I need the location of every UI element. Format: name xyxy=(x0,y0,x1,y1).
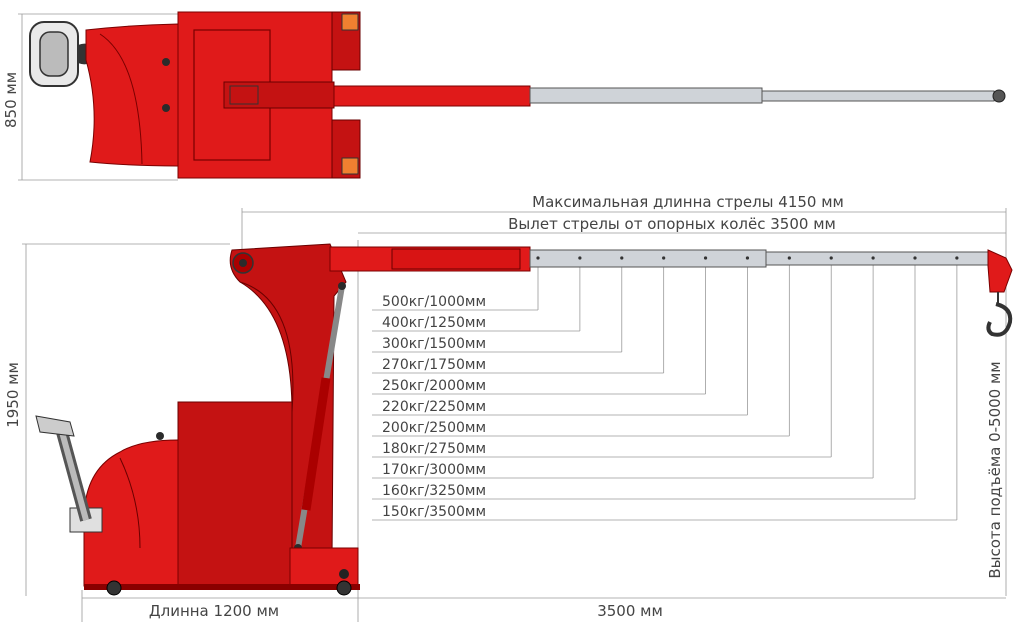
load-row-label-6: 200кг/2500мм xyxy=(382,420,486,436)
lift-height-label: Высота подъёма 0-5000 мм xyxy=(986,361,1004,578)
boom-head xyxy=(987,249,1013,293)
top-wheel-lower xyxy=(341,157,359,175)
tiller-head xyxy=(35,415,75,437)
cylinder-top-pin xyxy=(338,282,346,290)
top-wheel-upper xyxy=(341,13,359,31)
boom-hole-9 xyxy=(913,256,917,260)
top-boom-mount xyxy=(229,85,259,105)
boom-hole-5 xyxy=(745,256,750,260)
boom-hole-7 xyxy=(829,256,833,260)
boom-pivot-pin xyxy=(239,259,247,267)
length-label: Длинна 1200 мм xyxy=(149,602,279,620)
boom-hole-3 xyxy=(662,256,666,260)
max-boom-label: Максимальная длинна стрелы 4150 мм xyxy=(532,193,844,211)
reach-bottom-label: 3500 мм xyxy=(597,602,663,620)
rear-body-edge xyxy=(119,457,141,549)
top-rear-body xyxy=(85,23,179,167)
boom-hole-2 xyxy=(620,256,624,260)
top-bolt-1 xyxy=(162,58,170,66)
top-view: 850 мм xyxy=(2,11,1006,181)
top-boom-steel-1 xyxy=(529,87,763,104)
top-boom-red xyxy=(333,85,531,107)
front-wheel-hub xyxy=(339,569,349,579)
boom-holes xyxy=(536,256,959,260)
load-row-label-0: 500кг/1000мм xyxy=(382,294,486,310)
front-wheel xyxy=(336,580,352,596)
chassis-rail xyxy=(84,584,360,590)
load-row-label-4: 250кг/2000мм xyxy=(382,378,486,394)
reach-label: Вылет стрелы от опорных колёс 3500 мм xyxy=(508,215,836,233)
boom-hole-10 xyxy=(955,256,959,260)
front-leg xyxy=(289,547,359,587)
top-bolt-2 xyxy=(162,104,170,112)
height-label: 1950 мм xyxy=(4,362,22,428)
top-boom-steel-2 xyxy=(761,90,995,102)
tiller-arm-hl xyxy=(59,431,89,521)
battery-box xyxy=(177,401,293,587)
boom-steel-1 xyxy=(529,249,767,268)
rear-wheel xyxy=(106,580,122,596)
mast-edge xyxy=(239,281,294,413)
boom-hole-0 xyxy=(536,256,540,260)
load-row-label-1: 400кг/1250мм xyxy=(382,315,486,331)
boom-hole-1 xyxy=(578,256,582,260)
hook xyxy=(986,302,1013,337)
top-hook xyxy=(992,89,1006,103)
load-row-label-9: 160кг/3250мм xyxy=(382,483,486,499)
load-row-label-3: 270кг/1750мм xyxy=(382,357,486,373)
boom-hole-8 xyxy=(871,256,875,260)
boom-steel-2 xyxy=(765,251,989,266)
side-view: Максимальная длинна стрелы 4150 мм Вылет… xyxy=(4,193,1013,622)
load-row-label-5: 220кг/2250мм xyxy=(382,399,486,415)
load-row-label-10: 150кг/3500мм xyxy=(382,504,486,520)
load-row-label-7: 180кг/2750мм xyxy=(382,441,486,457)
body-bolt xyxy=(156,432,164,440)
cylinder-body xyxy=(301,377,331,511)
boom-red-inner xyxy=(391,248,521,270)
boom-hole-4 xyxy=(703,256,708,260)
boom-hole-6 xyxy=(787,256,791,260)
load-row-label-8: 170кг/3000мм xyxy=(382,462,486,478)
load-table: 500кг/1000мм 400кг/1250мм 300кг/1500мм 270к… xyxy=(372,258,958,521)
top-width-label: 850 мм xyxy=(2,72,20,128)
top-rear-body-edge xyxy=(99,33,143,165)
load-row-label-2: 300кг/1500мм xyxy=(382,336,486,352)
tiller-handle-grip xyxy=(39,31,69,77)
